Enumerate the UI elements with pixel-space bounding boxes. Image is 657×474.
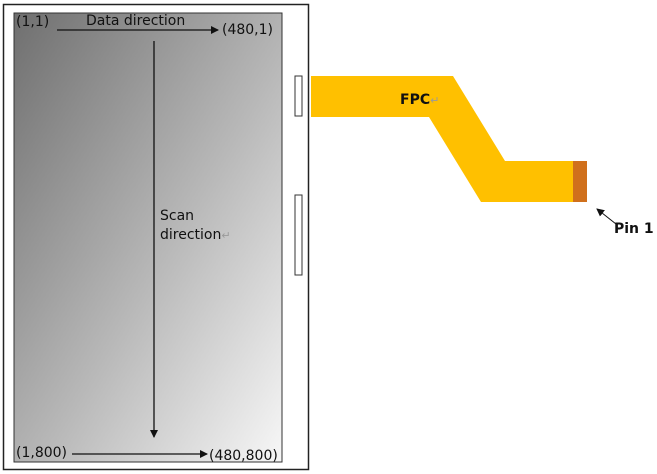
fpc-cable	[311, 76, 574, 202]
label-fpc: FPC↵	[400, 92, 439, 108]
label-scan-line2-text: direction	[160, 227, 221, 243]
label-origin: (1,1)	[16, 14, 49, 30]
active-area	[13, 12, 283, 463]
label-scan-line2: direction↵	[160, 227, 231, 243]
label-pin1: Pin 1	[614, 221, 654, 237]
label-bottom-right: (480,800)	[209, 448, 278, 464]
label-scan-line1: Scan	[160, 208, 194, 224]
connector-slot-upper	[294, 75, 303, 117]
label-top-right: (480,1)	[222, 22, 273, 38]
return-mark: ↵	[430, 94, 439, 107]
label-data-direction: Data direction	[86, 13, 185, 29]
pin-contact	[573, 161, 587, 202]
connector-slot-lower	[294, 194, 303, 276]
label-fpc-text: FPC	[400, 92, 430, 108]
return-mark: ↵	[221, 229, 230, 242]
pin1-pointer-arrow	[596, 208, 617, 225]
label-bottom-left: (1,800)	[16, 445, 67, 461]
